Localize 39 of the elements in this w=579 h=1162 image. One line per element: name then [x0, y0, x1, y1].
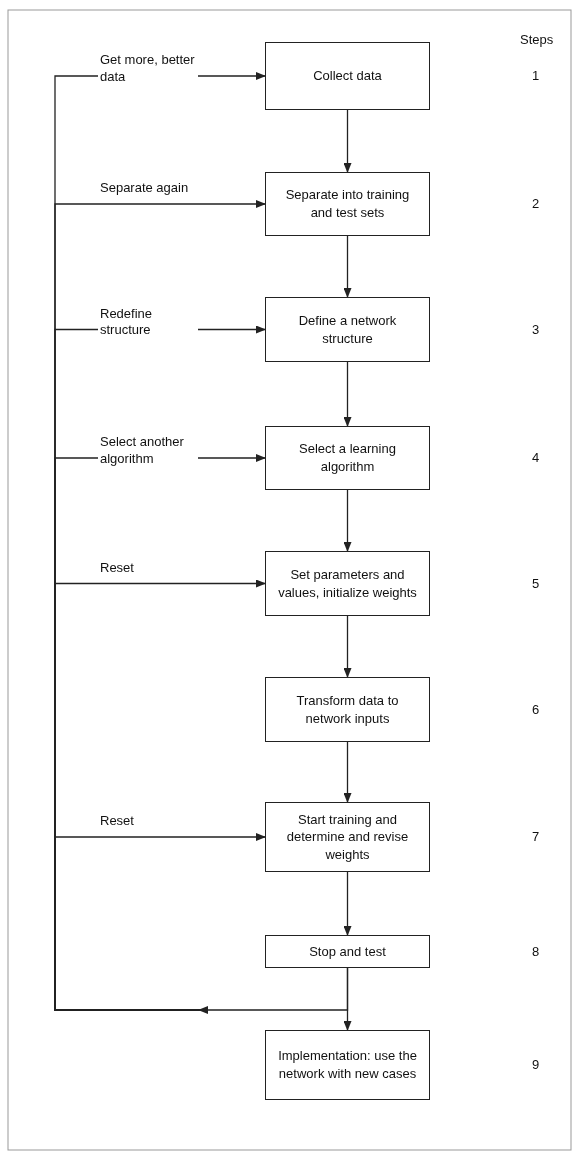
- feedback-arrow: [54, 833, 266, 1011]
- arrow: [343, 871, 352, 936]
- arrow: [343, 235, 352, 298]
- step-number: 1: [532, 68, 540, 83]
- step-text: Stop and test: [309, 942, 386, 961]
- step-text: Separate into training and test sets: [284, 186, 411, 222]
- arrow: [343, 489, 352, 552]
- step-number: 6: [532, 702, 540, 717]
- step-number: 3: [532, 322, 540, 337]
- step-text: Define a network structure: [297, 311, 398, 348]
- step-text: Collect data: [313, 67, 382, 85]
- arrow: [343, 361, 352, 427]
- process-box: [265, 935, 430, 968]
- step-number: 2: [532, 196, 540, 211]
- step-number: 5: [532, 576, 540, 591]
- step-text: Transform data to network inputs: [295, 691, 400, 728]
- process-box: [265, 426, 430, 490]
- step-number: 4: [532, 450, 540, 465]
- arrow: [343, 615, 352, 678]
- step-text: Select a learning algorithm: [298, 440, 397, 476]
- column-heading: Steps: [520, 32, 554, 47]
- process-box: [265, 1030, 430, 1100]
- edge-label: Separate again: [98, 180, 191, 197]
- arrow: [343, 109, 352, 173]
- step-number: 7: [532, 829, 540, 844]
- process-box: [265, 551, 430, 616]
- process-box: [265, 802, 430, 872]
- edge-label: Select another algorithm: [98, 434, 198, 468]
- process-box: [265, 172, 430, 236]
- process-box: [265, 677, 430, 742]
- feedback-arrow: [198, 967, 349, 1014]
- arrow: [343, 741, 352, 803]
- process-box: [265, 297, 430, 362]
- step-text: Start training and determine and revise weights: [285, 810, 410, 864]
- step-number: 9: [532, 1057, 540, 1072]
- step-text: Set parameters and values, initialize weights: [277, 565, 418, 602]
- step-number: 8: [532, 944, 540, 959]
- step-text: Implementation: use the network with new cases: [277, 1047, 418, 1083]
- process-box: [265, 42, 430, 110]
